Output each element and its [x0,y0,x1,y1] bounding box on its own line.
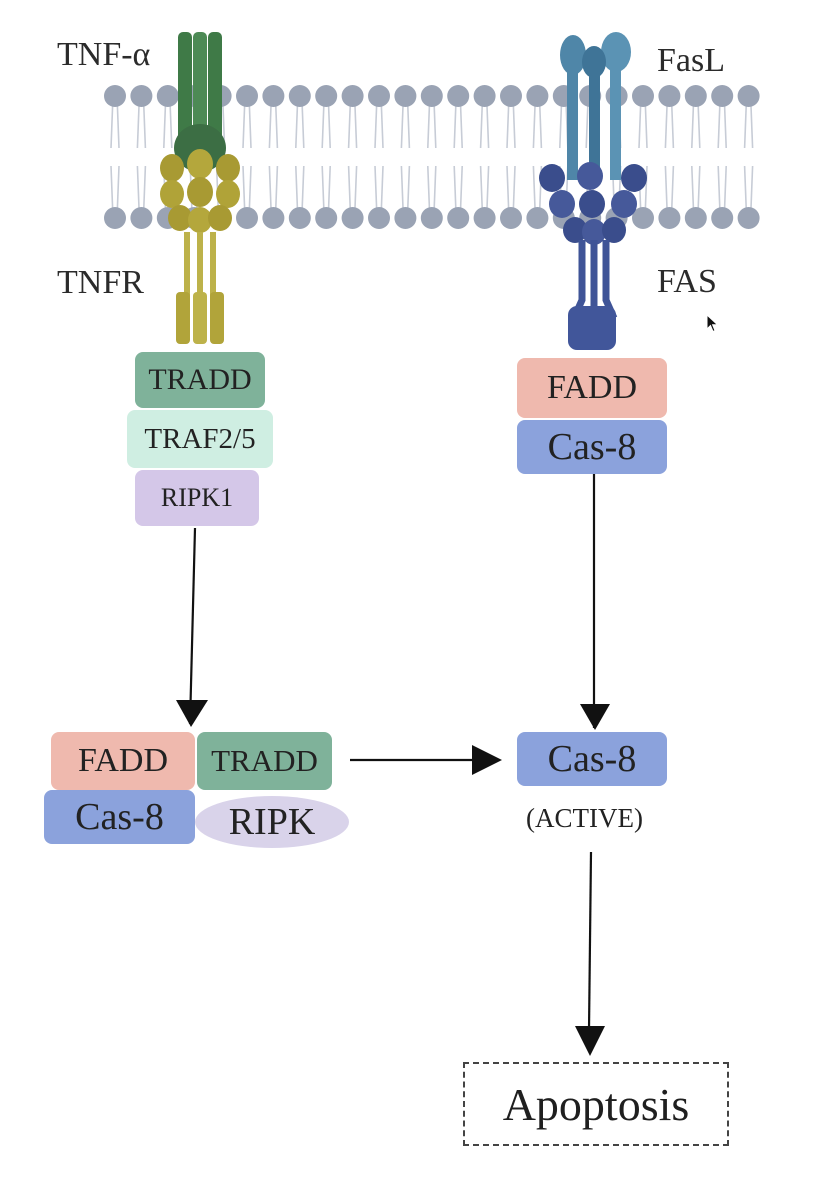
arrowhead-cas8-to-active [580,704,610,730]
active-cas8-box: Cas-8 [517,732,667,786]
apoptosis-box: Apoptosis [463,1062,729,1146]
fas-label: FAS [657,263,717,300]
traf2-5-box: TRAF2/5 [127,410,273,468]
fasl-label: FasL [657,42,725,79]
active-status-label: (ACTIVE) [526,803,643,833]
tnf-alpha-ligand [174,32,226,172]
tnfr-receptor [160,149,240,344]
tnf-alpha-label: TNF-α [57,36,151,73]
complex-tradd-box: TRADD [197,732,332,790]
mouse-cursor-icon [706,314,719,333]
cas8-box: Cas-8 [517,420,667,474]
arrow-ripk1-to-complex [188,527,197,725]
complex-fadd-box: FADD [51,732,195,790]
arrowhead-complex-to-active [472,745,502,775]
complex-ripk-ellipse: RIPK [195,796,349,848]
arrow-active-to-apoptosis [587,851,593,1031]
complex-cas8-box: Cas-8 [44,790,195,844]
tnfr-label: TNFR [57,264,144,301]
arrowhead-active-to-apoptosis [575,1026,605,1056]
fadd-box: FADD [517,358,667,418]
arrowhead-ripk1-to-complex [176,700,208,727]
fasl-ligand [560,32,631,180]
ripk1-box: RIPK1 [135,470,259,526]
tradd-box: TRADD [135,352,265,408]
fas-receptor [539,162,647,350]
